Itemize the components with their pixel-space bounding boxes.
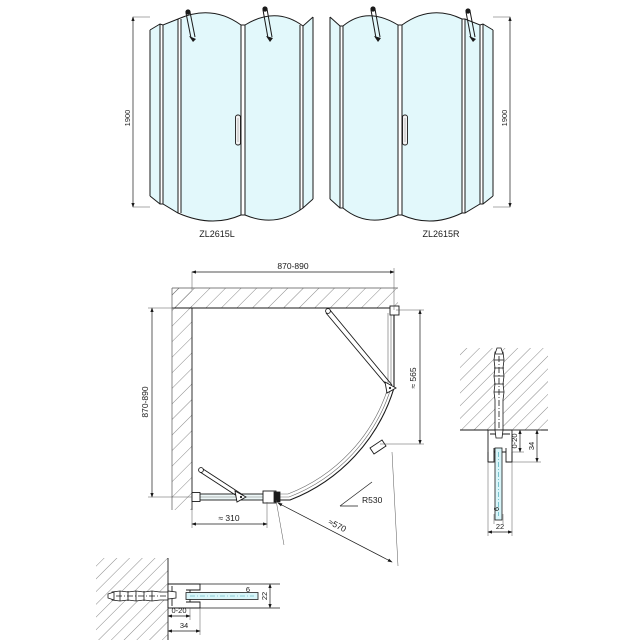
hanger-right-2 — [465, 8, 476, 42]
detail-right-screw-head — [494, 429, 504, 439]
detail-bottom-dim-adjust: 0-20 — [167, 606, 191, 620]
hanger-left-2 — [262, 6, 273, 42]
detail-right-adjust-label: 0-20 — [510, 433, 519, 448]
detail-right-glass-label: 6 — [492, 507, 501, 511]
glass-panels-left — [150, 12, 313, 222]
detail-bottom-profile-label: 34 — [180, 621, 188, 630]
glass-outlines-right — [329, 12, 494, 222]
door-handle-right — [402, 114, 408, 146]
detail-right-dim-glass: 6 — [492, 507, 504, 524]
dimension-height-right: 1900 — [493, 16, 512, 208]
plan-stabiliser-top — [325, 308, 397, 394]
detail-bottom-dim-depth: 22 — [258, 583, 274, 609]
detail-right-dim-adjust: 0-20 — [510, 429, 524, 453]
plan-radius-label: R530 — [362, 495, 383, 505]
elevation-right-label: ZL2615R — [422, 229, 460, 239]
detail-bottom-adjust-label: 0-20 — [171, 606, 186, 615]
detail-right-profile-channel — [487, 448, 513, 462]
dimension-plan-top: 870-890 — [191, 261, 395, 310]
dimension-plan-left: 870-890 — [140, 307, 192, 498]
detail-right-glass — [494, 447, 503, 521]
glass-panels-right — [330, 12, 493, 222]
plan-arc-hinge — [369, 439, 387, 455]
detail-bottom-depth-label: 22 — [260, 592, 269, 600]
plan-left-dimension-label: 870-890 — [140, 386, 150, 417]
hanger-right-1 — [370, 6, 381, 42]
detail-right-dim-profile: 34 — [512, 429, 541, 463]
detail-bottom-dim-profile: 34 — [167, 608, 201, 635]
detail-bottom-section: 0-20 34 6 22 — [96, 558, 280, 640]
dimension-plan-right: ≈ 565 — [380, 309, 424, 445]
detail-bottom-dim-glass: 6 — [244, 585, 258, 600]
glass-outlines-left — [149, 12, 314, 222]
elevation-left-ZL2615L: 1900 ZL2615L — [123, 6, 314, 239]
detail-right-depth-label: 22 — [496, 522, 504, 531]
elevation-left-label: ZL2615L — [199, 229, 235, 239]
elevation-right-height-label: 1900 — [500, 110, 509, 127]
plan-walls — [171, 287, 398, 510]
detail-bottom-glass-label: 6 — [246, 585, 250, 594]
door-handle-left — [235, 114, 241, 146]
plan-wall-profile-top — [389, 305, 400, 316]
detail-right-section: 0-20 34 6 22 — [460, 347, 548, 536]
detail-right-profile-label: 34 — [527, 442, 536, 450]
detail-bottom-glass — [185, 592, 259, 600]
plan-stabiliser-bottom — [198, 467, 247, 503]
dimension-height-left: 1900 — [123, 16, 150, 208]
elevation-right-ZL2615R: 1900 ZL2615R — [329, 6, 512, 239]
plan-bottom-dimension-label: ≈ 310 — [218, 513, 239, 523]
detail-right-dim-depth: 22 — [487, 462, 513, 536]
detail-bottom-screw-head — [167, 590, 177, 600]
plan-right-dimension-label: ≈ 565 — [408, 367, 418, 388]
plan-top-dimension-label: 870-890 — [277, 261, 308, 271]
hanger-left-1 — [185, 9, 196, 42]
dimension-plan-bottom: ≈ 310 — [191, 502, 268, 528]
plan-quadrant-arc — [276, 310, 395, 501]
elevation-left-height-label: 1900 — [123, 110, 132, 127]
